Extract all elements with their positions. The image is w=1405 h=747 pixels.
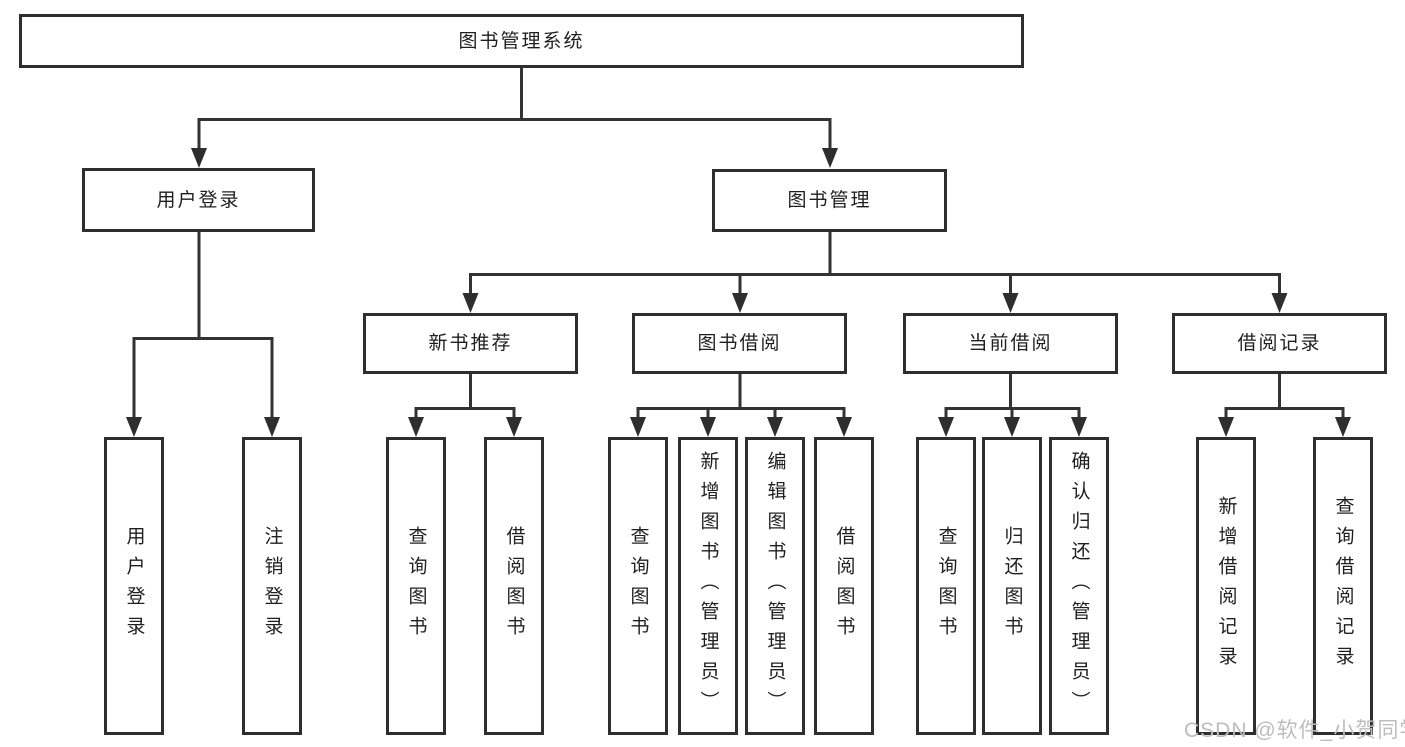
leaf-edit-book-admin: 编辑图书（管理员） — [745, 437, 805, 735]
leaf-query-books: 查询图书 — [916, 437, 976, 735]
node-book-management: 图书管理 — [712, 169, 947, 232]
leaf-query-books: 查询图书 — [608, 437, 668, 735]
leaf-label: 查询图书 — [405, 526, 427, 646]
leaf-borrow-books: 借阅图书 — [484, 437, 544, 735]
leaf-label: 查询图书 — [627, 526, 649, 646]
leaf-label: 借阅图书 — [833, 526, 855, 646]
leaf-label: 借阅图书 — [503, 526, 525, 646]
node-current-borrow: 当前借阅 — [903, 313, 1118, 374]
leaf-query-books: 查询图书 — [386, 437, 446, 735]
node-label: 图书借阅 — [697, 333, 782, 354]
leaf-confirm-return-admin: 确认归还（管理员） — [1049, 437, 1109, 735]
node-label: 图书管理 — [787, 190, 872, 211]
leaf-query-borrow-record: 查询借阅记录 — [1313, 437, 1373, 735]
leaf-user-login: 用户登录 — [104, 437, 164, 735]
leaf-label: 编辑图书（管理员） — [764, 451, 786, 721]
node-user-login: 用户登录 — [82, 168, 315, 232]
leaf-label: 新增借阅记录 — [1215, 496, 1237, 676]
node-borrow-records: 借阅记录 — [1172, 313, 1387, 374]
node-book-borrow: 图书借阅 — [632, 313, 847, 374]
node-library-system: 图书管理系统 — [19, 14, 1024, 68]
leaf-label: 确认归还（管理员） — [1068, 451, 1090, 721]
leaf-label: 归还图书 — [1001, 526, 1023, 646]
leaf-add-book-admin: 新增图书（管理员） — [678, 437, 738, 735]
node-new-book-recommend: 新书推荐 — [363, 313, 578, 374]
leaf-label: 查询借阅记录 — [1332, 496, 1354, 676]
leaf-borrow-books: 借阅图书 — [814, 437, 874, 735]
leaf-label: 注销登录 — [261, 526, 283, 646]
leaf-return-books: 归还图书 — [982, 437, 1042, 735]
leaf-label: 用户登录 — [123, 526, 145, 646]
leaf-logout: 注销登录 — [242, 437, 302, 735]
csdn-watermark: CSDN @软件_小贺同学 — [1184, 719, 1405, 742]
node-label: 借阅记录 — [1237, 333, 1322, 354]
node-label: 用户登录 — [156, 189, 241, 211]
leaf-label: 查询图书 — [935, 526, 957, 646]
node-label: 图书管理系统 — [458, 30, 585, 52]
node-label: 当前借阅 — [968, 333, 1053, 354]
node-label: 新书推荐 — [428, 333, 513, 354]
leaf-label: 新增图书（管理员） — [697, 451, 719, 721]
leaf-add-borrow-record: 新增借阅记录 — [1196, 437, 1256, 735]
